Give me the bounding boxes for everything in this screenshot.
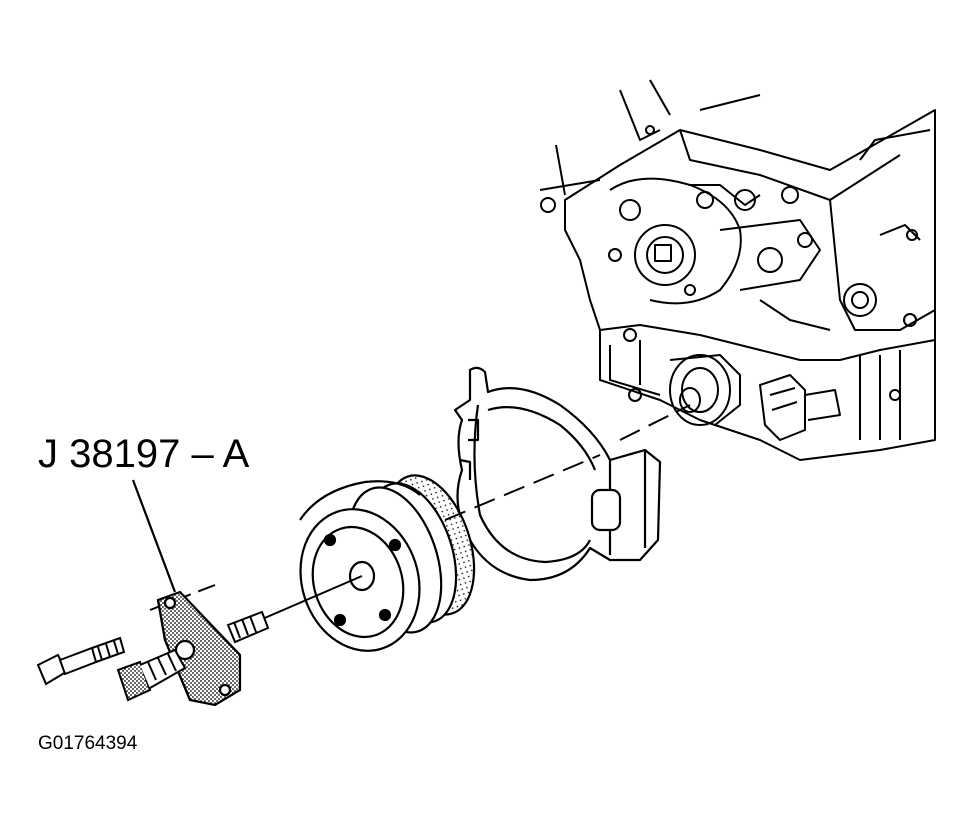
stud: [226, 610, 270, 644]
bolt: [36, 636, 126, 686]
engine-block: [539, 79, 936, 461]
figure-id: G01764394: [38, 733, 138, 754]
callout-label: J 38197 – A: [38, 432, 250, 476]
callout-leader-line: [131, 479, 177, 593]
front-cover-plate: [453, 366, 662, 582]
nut: [116, 648, 187, 702]
crankshaft-pulley: [299, 474, 476, 652]
tool-plate: [156, 590, 242, 707]
